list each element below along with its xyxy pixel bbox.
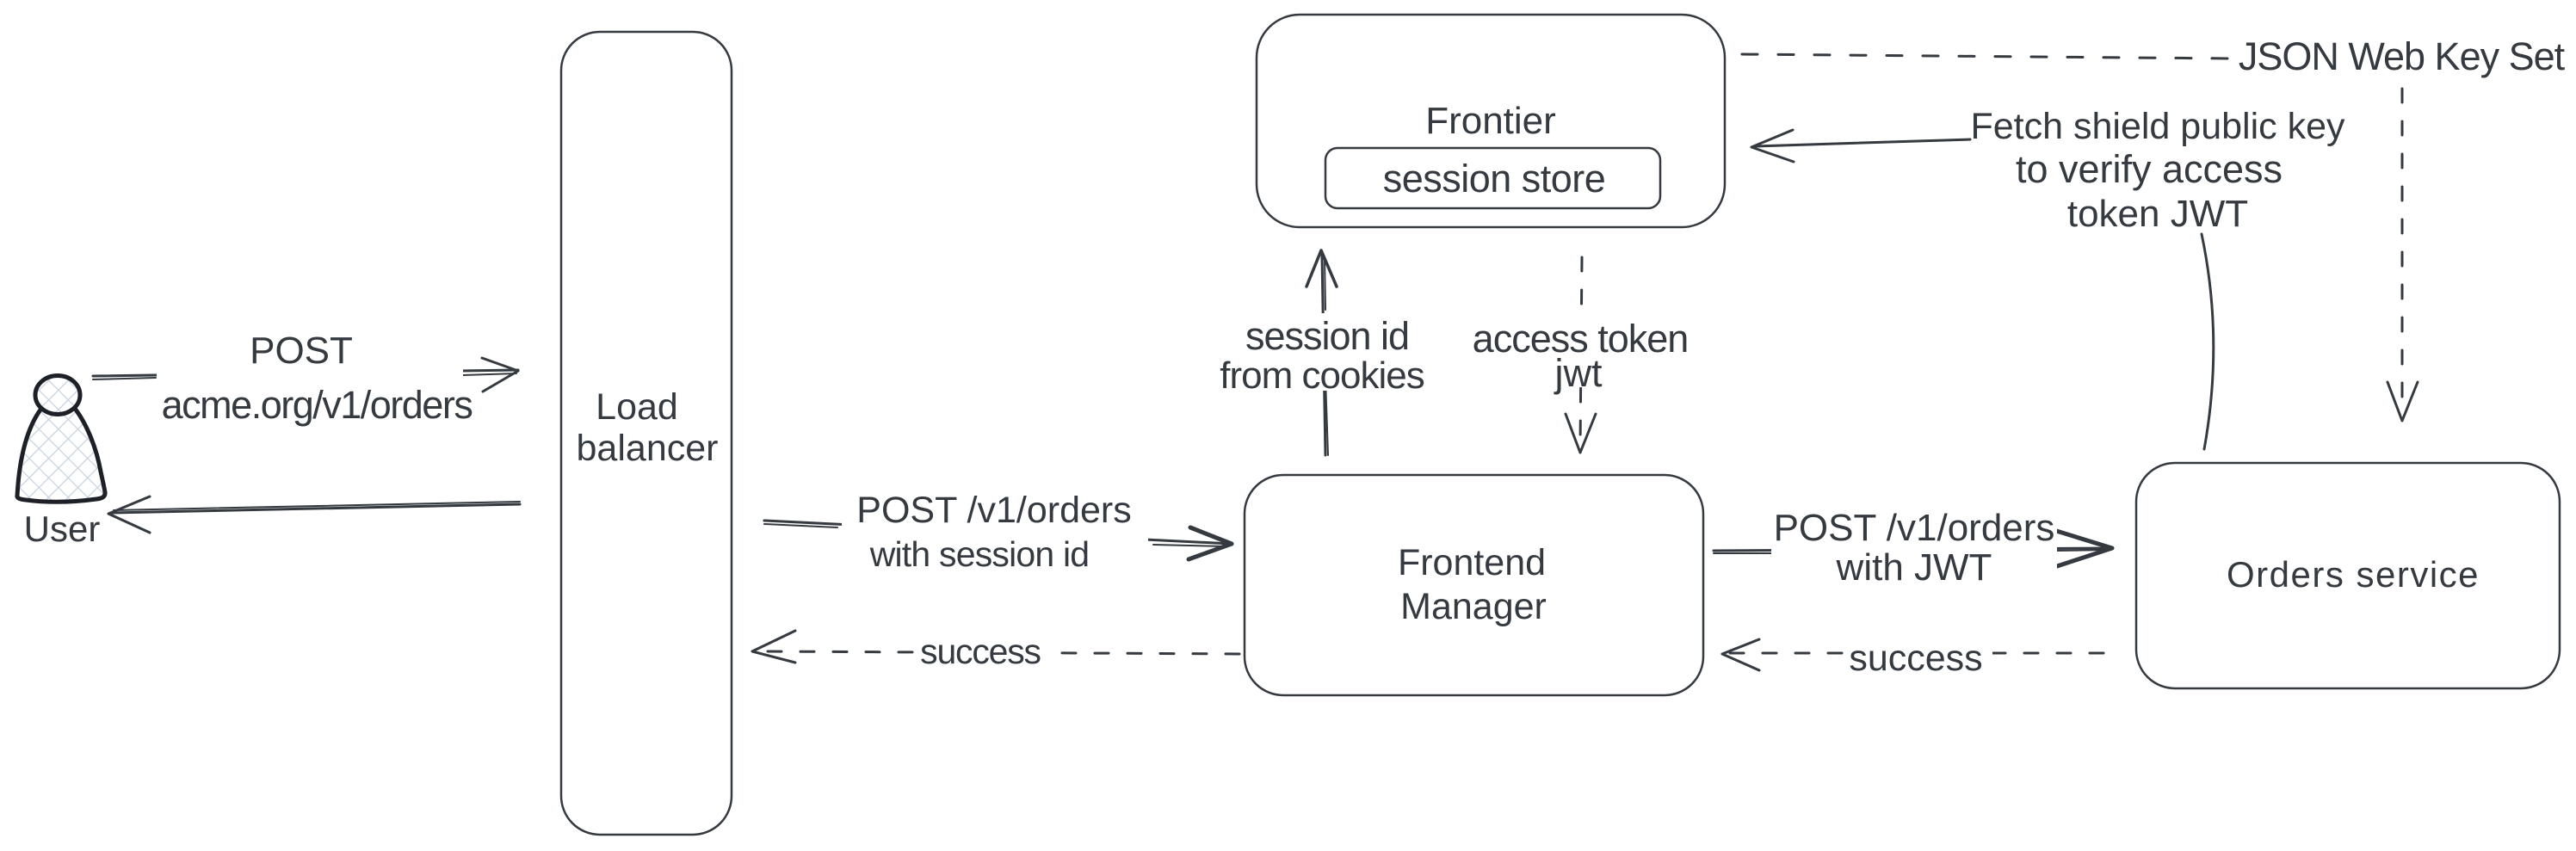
svg-text:Fetch shield public key: Fetch shield public key <box>1971 106 2345 147</box>
svg-text:from cookies: from cookies <box>1220 355 1424 397</box>
svg-text:Load: Load <box>596 386 678 428</box>
svg-text:POST /v1/orders: POST /v1/orders <box>856 490 1131 531</box>
svg-text:acme.org/v1/orders: acme.org/v1/orders <box>162 383 473 427</box>
svg-text:Orders service: Orders service <box>2227 554 2480 595</box>
svg-text:JSON Web Key Set: JSON Web Key Set <box>2239 34 2566 78</box>
svg-text:success: success <box>1849 638 1982 679</box>
svg-text:POST: POST <box>250 330 353 372</box>
svg-text:Frontier: Frontier <box>1425 100 1556 142</box>
svg-text:success: success <box>920 632 1041 671</box>
svg-text:jwt: jwt <box>1554 351 1603 395</box>
svg-text:with session id: with session id <box>869 534 1090 574</box>
svg-text:POST /v1/orders: POST /v1/orders <box>1774 507 2055 549</box>
svg-text:balancer: balancer <box>577 428 719 469</box>
svg-text:User: User <box>24 509 101 549</box>
svg-text:with JWT: with JWT <box>1836 546 1992 589</box>
svg-text:access token: access token <box>1473 317 1689 361</box>
svg-text:session id: session id <box>1245 314 1409 358</box>
svg-text:to verify access: to verify access <box>2016 147 2283 191</box>
svg-text:token JWT: token JWT <box>2067 193 2248 235</box>
svg-text:Frontend: Frontend <box>1398 542 1546 583</box>
svg-text:session store: session store <box>1383 157 1606 200</box>
svg-text:Manager: Manager <box>1400 586 1547 627</box>
